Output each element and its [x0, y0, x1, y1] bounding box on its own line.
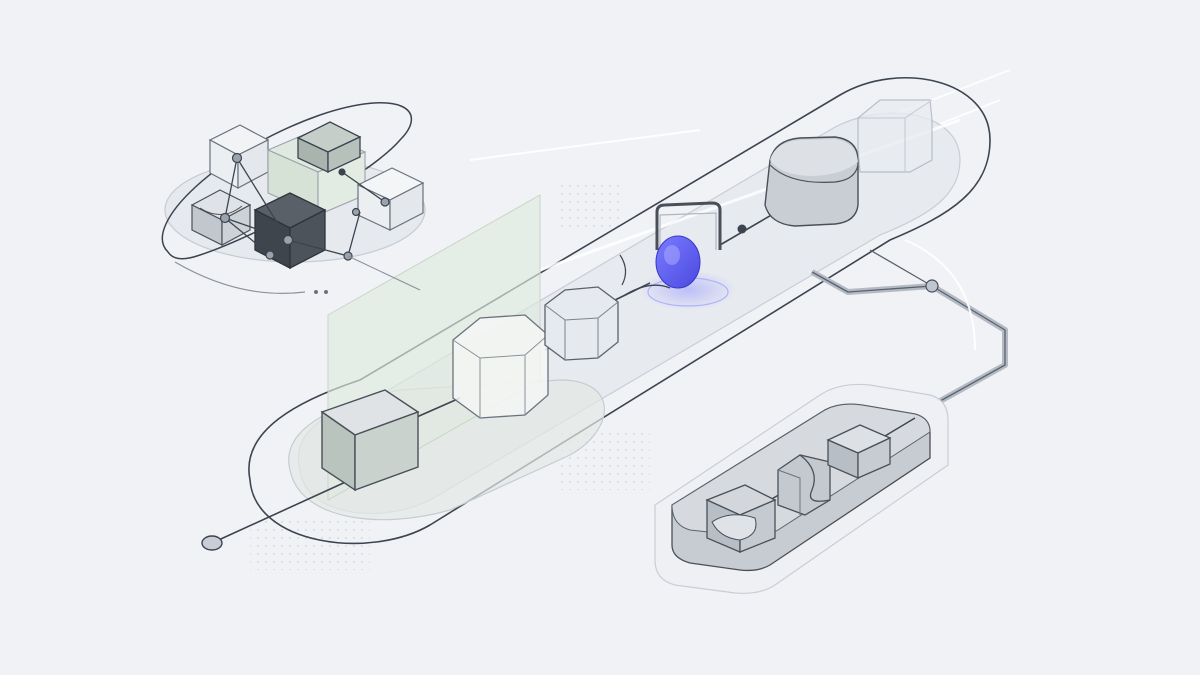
connector-node — [925, 279, 939, 293]
junction-node — [737, 224, 747, 234]
orbit-ring — [161, 102, 413, 260]
rounded-box-icon — [764, 136, 859, 227]
tray-wave-block-icon — [777, 454, 831, 516]
dark-cube-icon — [253, 192, 327, 270]
cube-icon — [320, 389, 420, 492]
tray-small-cube-icon — [826, 424, 892, 479]
grey-cube-icon — [296, 121, 362, 174]
cluster-to-panel-link — [347, 255, 421, 291]
conveyor-outline — [248, 76, 991, 545]
gate-arch-icon — [655, 201, 722, 250]
cluster-nodes — [219, 152, 390, 261]
start-node — [201, 535, 223, 551]
cup-cube-icon — [190, 189, 252, 247]
lens-arc — [624, 284, 671, 296]
octagon-prism-icon — [452, 314, 549, 419]
faded-box-icon — [857, 99, 933, 173]
outline-cube-icon — [208, 124, 270, 190]
cube-cluster — [161, 102, 426, 294]
dotted-texture — [250, 180, 650, 570]
cluster-links — [224, 157, 386, 257]
tray-cube-icon — [705, 484, 777, 553]
lens-arc-left — [619, 254, 627, 286]
small-prism-icon — [544, 286, 619, 361]
right-outline-cube-icon — [356, 167, 425, 231]
lens-disc-icon — [655, 235, 701, 289]
